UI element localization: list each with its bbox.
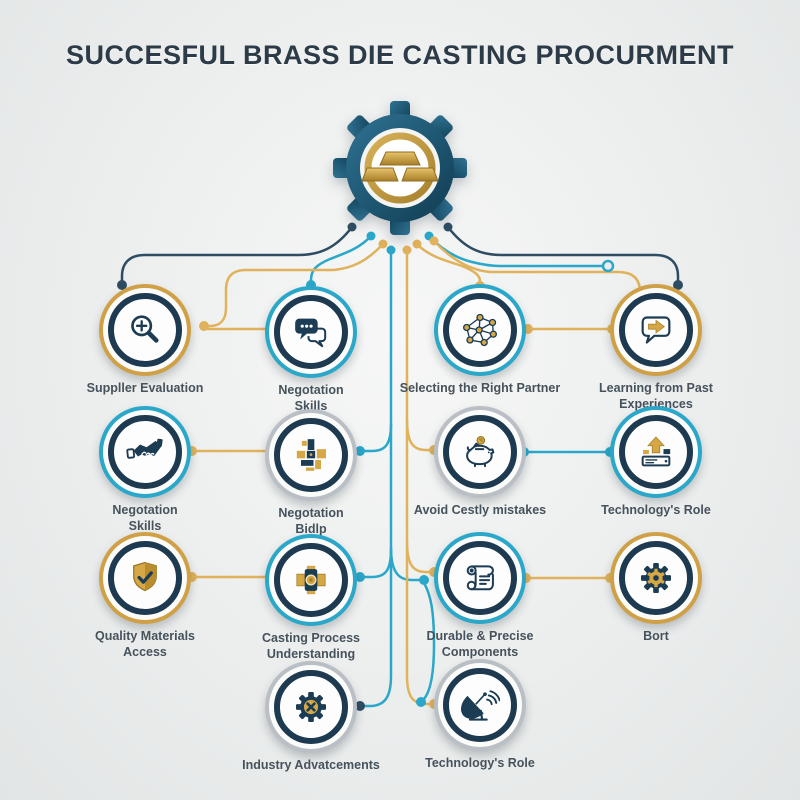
node-circle bbox=[265, 534, 357, 626]
node-circle bbox=[265, 409, 357, 501]
node-technology-role-satellite: Technology's Role bbox=[425, 659, 535, 770]
gear-x-icon bbox=[296, 692, 326, 722]
blocks-icon bbox=[296, 439, 326, 471]
magnifier-plus-icon bbox=[131, 315, 159, 343]
node-circle bbox=[610, 406, 702, 498]
node-casting-process: Casting Process Understanding bbox=[262, 534, 360, 661]
node-circle bbox=[99, 284, 191, 376]
node-label: Technology's Role bbox=[601, 503, 711, 517]
scroll-icon bbox=[466, 565, 494, 591]
node-label: Negotation Bidlp bbox=[278, 506, 344, 537]
node-circle bbox=[434, 532, 526, 624]
node-circle bbox=[99, 532, 191, 624]
node-avoid-costly-mistakes: Avoid Cestly mistakes bbox=[414, 406, 546, 517]
node-supplier-evaluation: Suppller Evaluation bbox=[87, 284, 203, 395]
node-negotiation-skills-handshake: Negotation Skills bbox=[99, 406, 191, 533]
node-circle bbox=[610, 284, 702, 376]
page-title: SUCCESFUL BRASS DIE CASTING PROCURMENT bbox=[65, 40, 735, 70]
hub-gear bbox=[320, 86, 480, 251]
node-label: Learning from Past Experiences bbox=[599, 381, 713, 412]
node-learning-from-past: Learning from Past Experiences bbox=[599, 284, 713, 411]
node-bort: Bort bbox=[610, 532, 702, 643]
node-circle bbox=[434, 406, 526, 498]
node-technology-role-upgrade: Technology's Role bbox=[601, 406, 711, 517]
shield-check-icon bbox=[133, 561, 157, 592]
node-selecting-right-partner: Selecting the Right Partner bbox=[400, 284, 560, 395]
network-nodes-icon bbox=[463, 313, 498, 347]
die-mold-icon bbox=[296, 565, 326, 595]
node-quality-materials-access: Quality Materials Access bbox=[95, 532, 195, 659]
node-circle bbox=[610, 532, 702, 624]
node-circle bbox=[434, 659, 526, 751]
node-label: Suppller Evaluation bbox=[86, 381, 204, 395]
node-industry-advancements: Industry Advatcements bbox=[242, 661, 380, 772]
node-circle bbox=[265, 661, 357, 753]
node-label: Industry Advatcements bbox=[242, 758, 380, 772]
node-label: Bort bbox=[643, 629, 669, 643]
upgrade-server-icon bbox=[641, 436, 671, 467]
node-negotiation-bidlp: Negotation Bidlp bbox=[265, 409, 357, 536]
node-label: Casting Process Understanding bbox=[262, 631, 360, 662]
chat-bubbles-icon bbox=[295, 318, 327, 348]
node-negotiation-skills-chat: Negotation Skills bbox=[265, 286, 357, 413]
handshake-icon bbox=[126, 438, 163, 459]
node-label: Durable & Precise Components bbox=[426, 629, 534, 660]
gear-brass-ingots-icon bbox=[333, 101, 467, 235]
satellite-dish-icon bbox=[460, 690, 500, 721]
node-circle bbox=[434, 284, 526, 376]
piggy-bank-icon bbox=[466, 436, 495, 468]
node-label: Avoid Cestly mistakes bbox=[413, 503, 547, 517]
node-durable-precise: Durable & Precise Components bbox=[427, 532, 534, 659]
node-circle bbox=[265, 286, 357, 378]
node-label: Technology's Role bbox=[425, 756, 535, 770]
node-label: Negotation Skills bbox=[112, 503, 178, 534]
node-label: Quality Materials Access bbox=[94, 629, 196, 660]
gear-icon bbox=[641, 563, 671, 593]
node-circle bbox=[99, 406, 191, 498]
node-label: Selecting the Right Partner bbox=[399, 381, 561, 395]
chat-arrow-icon bbox=[641, 316, 671, 344]
